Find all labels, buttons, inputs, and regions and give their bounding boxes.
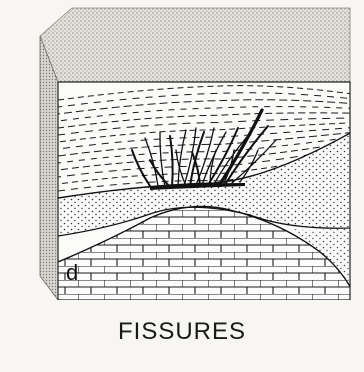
block-top-surface [40,8,350,82]
block-front-face [58,82,352,300]
block-left-face [40,36,58,300]
fissures-block-diagram: d [0,0,364,300]
diagram-caption: FISSURES [0,318,364,346]
layer-label-d: d [66,260,78,285]
